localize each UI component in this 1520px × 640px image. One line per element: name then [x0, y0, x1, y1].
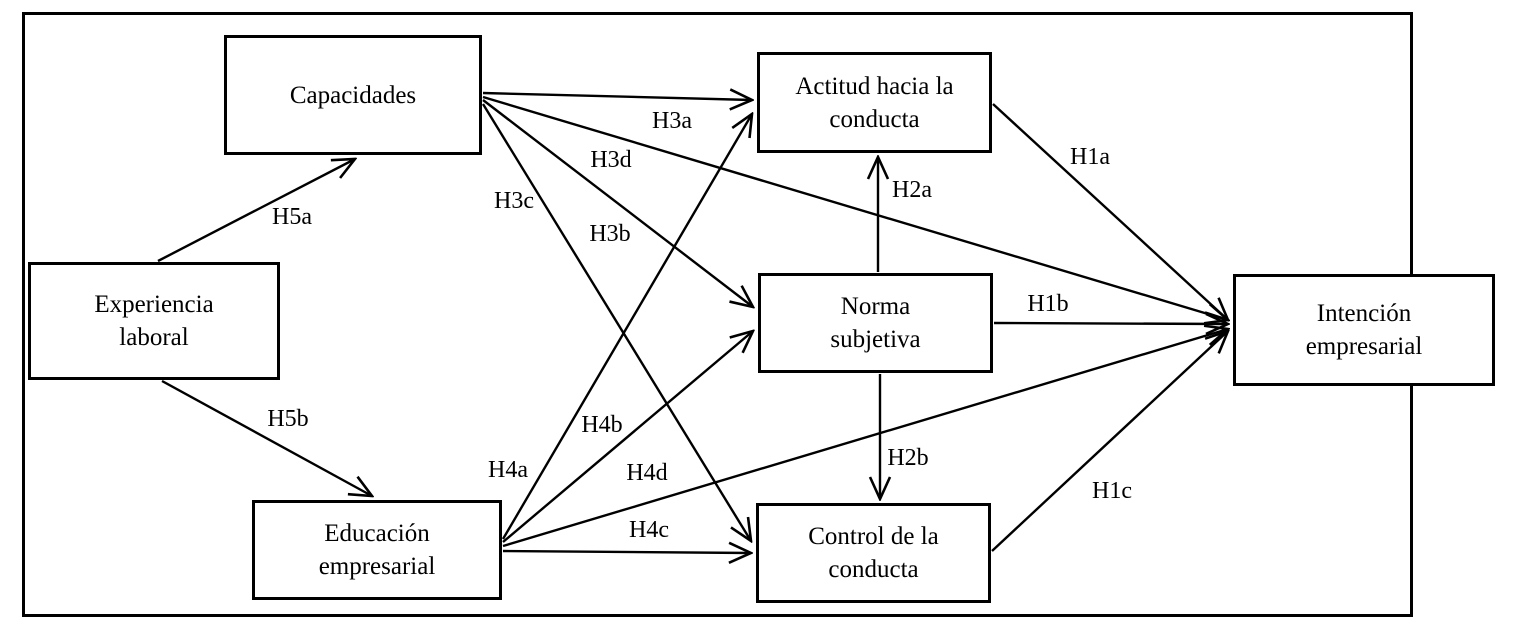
node-capacidades-label: Capacidades — [289, 81, 417, 109]
arrow-h1b — [993, 323, 1228, 324]
node-experiencia-laboral-line2: laboral — [119, 324, 189, 351]
node-educacion-empresarial-line2: empresarial — [318, 553, 436, 580]
arrow-h4c — [502, 551, 751, 553]
arrow-h5a — [157, 159, 355, 263]
node-experiencia-laboral: Experiencia laboral — [28, 262, 280, 380]
node-control-line1: Control de la — [808, 523, 939, 550]
label-h4c: H4c — [629, 517, 669, 543]
label-h1c: H1c — [1092, 478, 1132, 504]
label-h5b: H5b — [267, 406, 309, 432]
node-actitud: Actitud hacia la conducta — [757, 52, 992, 153]
node-control-line2: conducta — [828, 556, 919, 583]
node-intencion-line1: Intención — [1316, 300, 1412, 327]
label-h5a: H5a — [272, 204, 312, 230]
node-educacion-empresarial-line1: Educación — [324, 520, 430, 547]
arrow-h3d — [482, 95, 1228, 320]
node-capacidades: Capacidades — [224, 35, 482, 155]
label-h3d: H3d — [590, 147, 632, 173]
label-h4a: H4a — [488, 457, 528, 483]
arrow-h4a — [501, 114, 752, 540]
node-intencion: Intención empresarial — [1233, 274, 1495, 386]
arrow-h5b — [161, 379, 372, 496]
node-norma-line1: Norma — [840, 293, 911, 320]
node-experiencia-laboral-line1: Experiencia — [94, 291, 214, 318]
arrow-h4b — [502, 331, 753, 543]
arrow-h3c — [481, 103, 751, 541]
arrow-h3b — [482, 99, 753, 307]
arrow-h1c — [991, 331, 1228, 552]
label-h1a: H1a — [1070, 144, 1110, 170]
arrow-h4d — [502, 329, 1228, 548]
label-h2a: H2a — [892, 177, 932, 203]
node-actitud-line2: conducta — [829, 105, 920, 133]
node-educacion-empresarial: Educación empresarial — [252, 500, 502, 600]
arrow-h3a — [482, 93, 752, 100]
node-actitud-line1: Actitud hacia la — [795, 72, 954, 100]
label-h2b: H2b — [887, 445, 929, 471]
node-intencion-line2: empresarial — [1305, 333, 1423, 360]
arrow-h1a — [992, 103, 1228, 320]
node-norma: Norma subjetiva — [758, 273, 993, 373]
label-h3c: H3c — [494, 188, 534, 214]
label-h1b: H1b — [1027, 291, 1069, 317]
label-h3a: H3a — [652, 108, 692, 134]
node-control: Control de la conducta — [756, 503, 991, 603]
label-h4b: H4b — [581, 412, 623, 438]
node-norma-line2: subjetiva — [830, 326, 921, 353]
label-h4d: H4d — [626, 460, 668, 486]
label-h3b: H3b — [589, 221, 631, 247]
